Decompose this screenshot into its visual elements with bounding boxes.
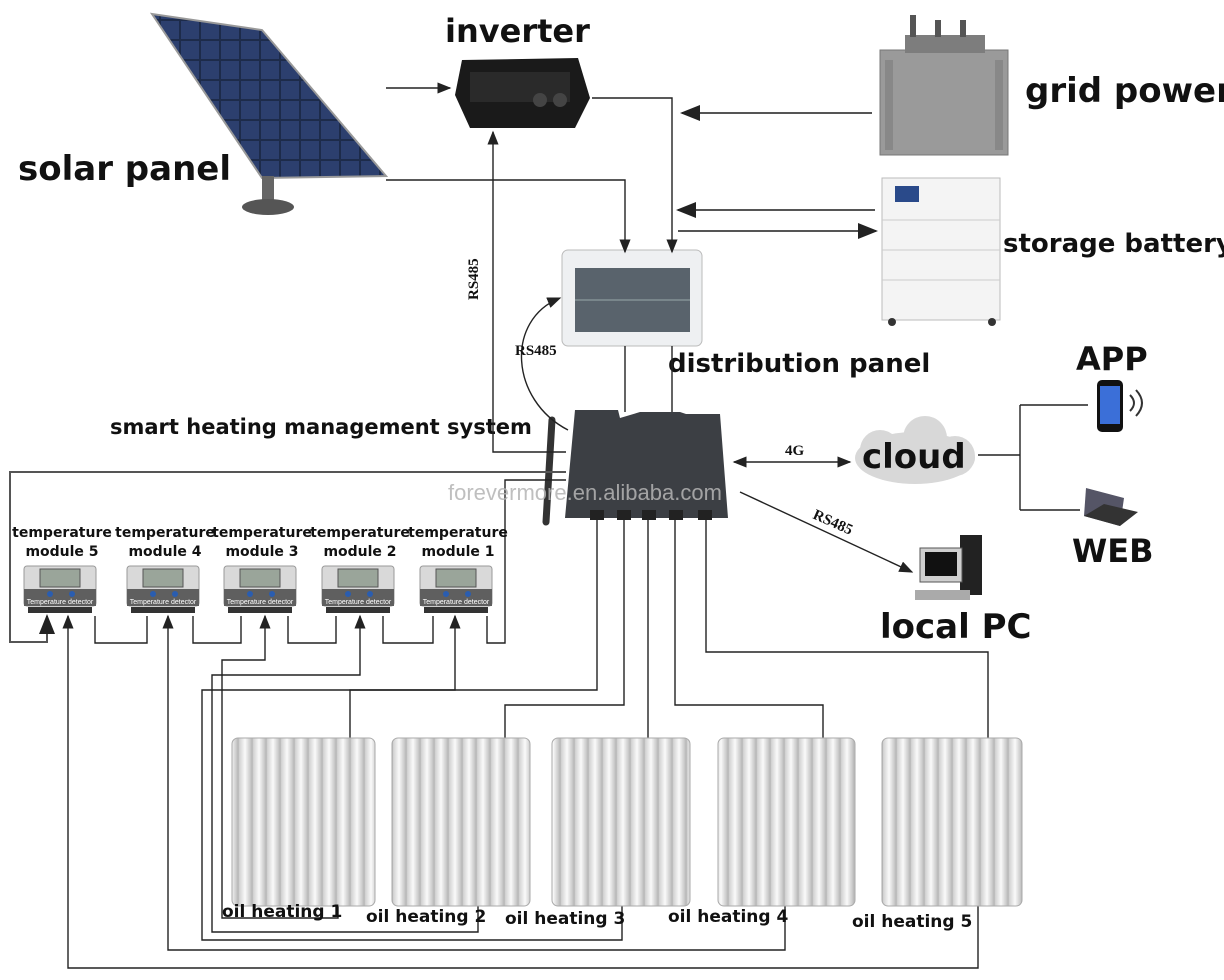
- module-number: module 5: [25, 544, 98, 560]
- module-number: module 4: [128, 544, 201, 560]
- rs485-pc-label: RS485: [810, 507, 855, 539]
- module-title: temperature: [212, 525, 312, 541]
- module-title: temperature: [310, 525, 410, 541]
- up-button-icon[interactable]: [150, 591, 156, 597]
- down-button-icon[interactable]: [367, 591, 373, 597]
- module-caption: Temperature detector: [325, 599, 392, 606]
- local-pc-label: local PC: [880, 607, 1031, 647]
- storage-battery-label: storage battery: [1003, 229, 1224, 259]
- temperature-module-3: temperature module 3 Temperature detector: [212, 525, 312, 613]
- 4g-label: 4G: [785, 443, 805, 459]
- module-title: temperature: [408, 525, 508, 541]
- grid-power-label: grid power: [1025, 71, 1224, 111]
- up-button-icon[interactable]: [443, 591, 449, 597]
- down-button-icon[interactable]: [465, 591, 471, 597]
- smart-heating-system-label: smart heating management system: [110, 415, 532, 439]
- module-number: module 1: [421, 544, 494, 560]
- module-caption: Temperature detector: [227, 599, 294, 606]
- controller-image: [542, 410, 728, 526]
- down-button-icon[interactable]: [172, 591, 178, 597]
- temperature-module-4: temperature module 4 Temperature detector: [115, 525, 215, 613]
- oil-heaters: oil heating 1 oil heating 2 oil heating 3 o…: [222, 737, 1023, 932]
- down-button-icon[interactable]: [69, 591, 75, 597]
- distribution-panel-image: [561, 249, 703, 347]
- solar-panel-image: [149, 12, 389, 215]
- heater-label: oil heating 3: [505, 909, 625, 929]
- rs485-inverter-label: RS485: [466, 258, 482, 300]
- solar-panel-label: solar panel: [18, 149, 231, 189]
- module-title: temperature: [115, 525, 215, 541]
- module-caption: Temperature detector: [27, 599, 94, 606]
- app-label: APP: [1076, 340, 1148, 378]
- grid-transformer-image: [879, 15, 1009, 156]
- temperature-module-5: temperature module 5 Temperature detector: [12, 525, 112, 613]
- heater-label: oil heating 2: [366, 907, 486, 927]
- heater-label: oil heating 5: [852, 912, 972, 932]
- module-number: module 3: [225, 544, 298, 560]
- distribution-panel-label: distribution panel: [668, 349, 930, 379]
- smartphone-icon: [1097, 380, 1143, 432]
- oil-heater-1: oil heating 1: [222, 737, 376, 922]
- up-button-icon[interactable]: [47, 591, 53, 597]
- temperature-module-2: temperature module 2 Temperature detector: [310, 525, 410, 613]
- module-number: module 2: [323, 544, 396, 560]
- heater-label: oil heating 4: [668, 907, 788, 927]
- module-caption: Temperature detector: [423, 599, 490, 606]
- storage-battery-image: [881, 177, 1001, 326]
- inverter-image: [455, 58, 590, 128]
- oil-heater-3: oil heating 3: [505, 737, 691, 929]
- up-button-icon[interactable]: [247, 591, 253, 597]
- cloud-label: cloud: [862, 437, 966, 477]
- connection-lines: [9, 82, 1088, 969]
- cloud-icon: [855, 416, 975, 484]
- temperature-module-1: temperature module 1 Temperature detector: [408, 525, 508, 613]
- rs485-panel-label: RS485: [515, 343, 557, 359]
- oil-heater-5: oil heating 5: [852, 737, 1023, 932]
- inverter-label: inverter: [445, 12, 590, 50]
- module-title: temperature: [12, 525, 112, 541]
- desktop-pc-icon: [915, 535, 982, 600]
- down-button-icon[interactable]: [269, 591, 275, 597]
- heater-label: oil heating 1: [222, 902, 342, 922]
- module-caption: Temperature detector: [130, 599, 197, 606]
- oil-heater-4: oil heating 4: [668, 737, 856, 927]
- oil-heater-2: oil heating 2: [366, 737, 531, 927]
- web-label: WEB: [1072, 532, 1154, 570]
- watermark: forevermore.en.alibaba.com: [448, 480, 722, 505]
- up-button-icon[interactable]: [345, 591, 351, 597]
- laptop-icon: [1084, 488, 1138, 526]
